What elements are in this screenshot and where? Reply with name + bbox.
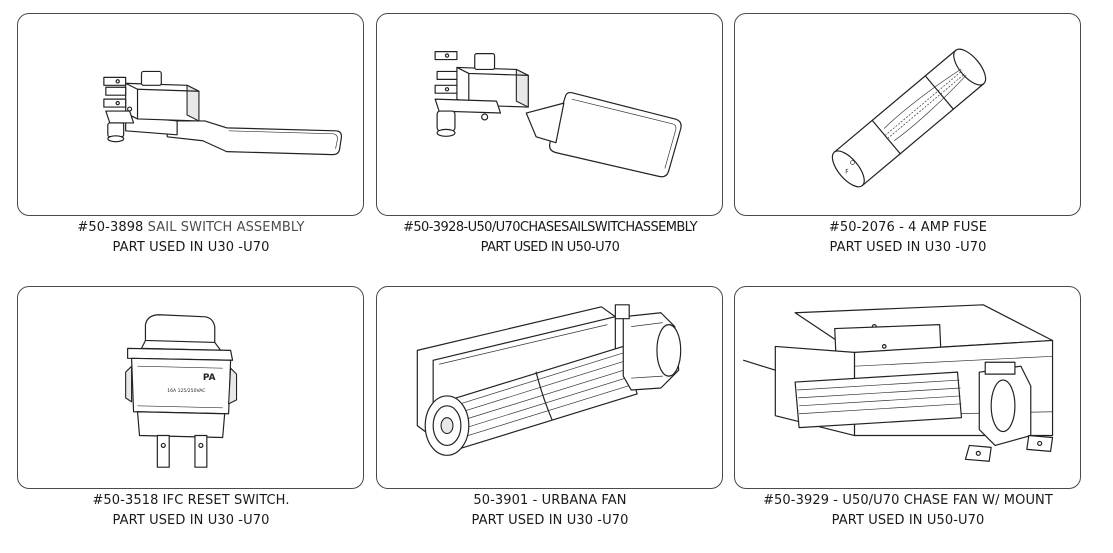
part-usage: PART USED IN U30 -U70 [829,240,987,255]
part-title: #50-3518 IFC RESET SWITCH. [92,493,290,508]
part-caption-chase-sail-switch: #50-3928-U50/U70CHASESAILSWITCHASSEMBLY … [365,218,735,258]
part-title: #50-3928-U50/U70CHASESAILSWITCHASSEMBLY [403,220,697,235]
switch-label-big: PA [203,373,216,383]
part-caption-chase-fan-mount: #50-3929 - U50/U70 CHASE FAN W/ MOUNT PA… [723,491,1093,531]
sail-switch-image [103,70,343,156]
part-usage: PART USED IN U30 -U70 [112,240,270,255]
svg-text:F: F [845,168,849,175]
chase-fan-mount-image [743,304,1054,462]
part-name: SAIL SWITCH ASSEMBLY [147,220,305,235]
part-usage: PART USED IN U30 -U70 [471,513,629,528]
part-caption-reset-switch: #50-3518 IFC RESET SWITCH. PART USED IN … [6,491,376,531]
part-card-reset-switch[interactable]: PA 16A 125/250VAC [17,286,364,489]
part-caption-urbana-fan: 50-3901 - URBANA FAN PART USED IN U30 -U… [365,491,735,531]
part-caption-sail-switch: #50-3898 SAIL SWITCH ASSEMBLY PART USED … [6,218,376,258]
part-card-sail-switch[interactable] [17,13,364,216]
part-number: #50-3898 [77,220,144,235]
part-title: #50-3929 - U50/U70 CHASE FAN W/ MOUNT [763,493,1053,508]
chase-sail-switch-image [434,51,682,178]
part-caption-fuse: #50-2076 - 4 AMP FUSE PART USED IN U30 -… [723,218,1093,258]
reset-switch-image: PA 16A 125/250VAC [125,314,238,468]
part-usage: PART USED IN U30 -U70 [112,513,270,528]
part-title: #50-3898 SAIL SWITCH ASSEMBLY [6,218,376,238]
part-usage: PART USED IN U50-U70 [480,240,620,255]
part-card-urbana-fan[interactable] [376,286,723,489]
part-title: 50-3901 - URBANA FAN [473,493,627,508]
urbana-fan-image [416,304,682,456]
part-usage: PART USED IN U50-U70 [831,513,985,528]
fuse-image: F [831,48,987,188]
part-card-chase-sail-switch[interactable] [376,13,723,216]
part-card-fuse[interactable]: F [734,13,1081,216]
part-card-chase-fan-mount[interactable] [734,286,1081,489]
switch-label-small: 16A 125/250VAC [167,388,205,394]
part-title: #50-2076 - 4 AMP FUSE [828,220,988,235]
